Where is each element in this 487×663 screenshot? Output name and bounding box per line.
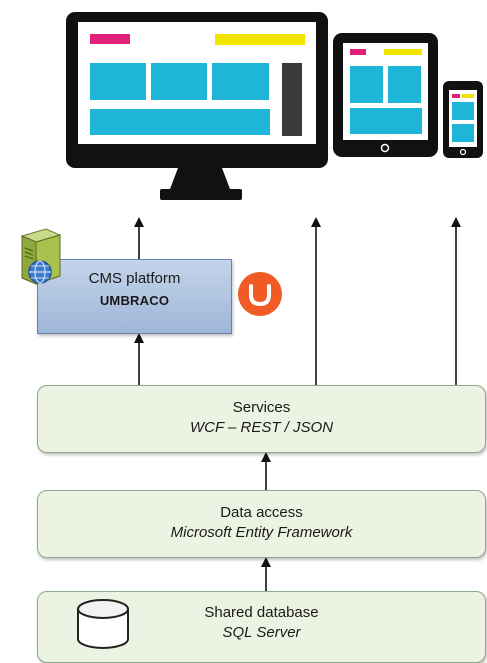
desktop-monitor-icon — [66, 12, 328, 200]
data-access-layer: Data access Microsoft Entity Framework — [37, 490, 486, 558]
database-icon — [77, 599, 129, 649]
database-subtitle: SQL Server — [222, 624, 301, 641]
cms-product: UMBRACO — [99, 293, 170, 308]
server-icon — [20, 228, 62, 285]
database-title: Shared database — [204, 604, 319, 621]
services-layer: Services WCF – REST / JSON — [37, 385, 486, 453]
cms-platform-box: CMS platform UMBRACO — [37, 259, 232, 334]
phone-icon — [443, 81, 483, 158]
data-access-subtitle: Microsoft Entity Framework — [170, 524, 353, 541]
cms-title: CMS platform — [88, 270, 181, 287]
data-access-title: Data access — [220, 504, 303, 521]
services-title: Services — [232, 399, 291, 416]
services-subtitle: WCF – REST / JSON — [189, 419, 334, 436]
umbraco-logo-icon — [238, 272, 282, 316]
tablet-icon — [333, 33, 438, 157]
